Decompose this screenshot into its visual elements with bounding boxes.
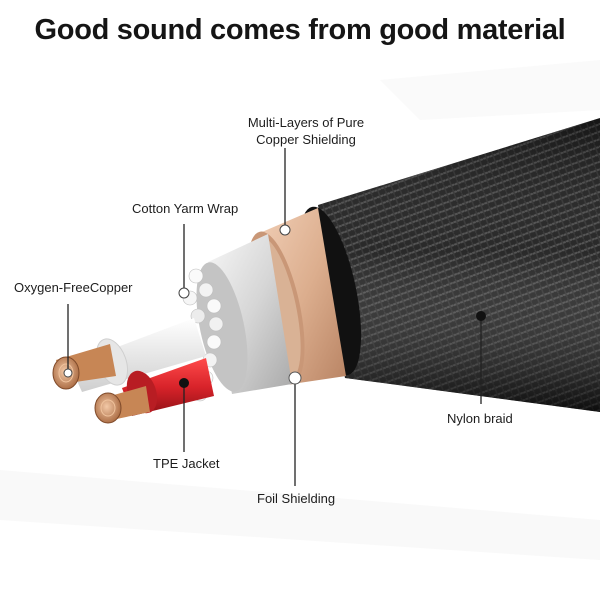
callout-copper-line-2: Copper Shielding xyxy=(256,132,356,147)
callout-leader-nylon xyxy=(476,311,486,404)
callout-copper-line-1: Multi-Layers of Pure xyxy=(247,115,365,130)
callout-leader-ofc xyxy=(63,304,73,378)
callout-leader-foil xyxy=(288,371,302,486)
background-light-streaks xyxy=(0,60,600,560)
callout-leader-tpe xyxy=(179,378,189,452)
callout-leader-copper xyxy=(279,148,291,236)
callout-copper-shielding: Multi-Layers of Pure Copper Shielding xyxy=(226,114,386,148)
callout-foil-shielding: Foil Shielding xyxy=(257,491,336,506)
headline: Good sound comes from good material xyxy=(34,14,566,46)
callout-oxygen-free-copper: Oxygen-FreeCopper xyxy=(14,280,133,295)
callout-cotton-wrap: Cotton Yarm Wrap xyxy=(132,201,239,216)
callout-nylon-braid: Nylon braid xyxy=(447,411,513,426)
callout-leader-cotton xyxy=(178,224,190,299)
nylon-braid-jacket xyxy=(298,118,600,412)
copper-wire-bundle-bottom xyxy=(94,386,150,424)
callout-tpe-jacket: TPE Jacket xyxy=(153,456,220,471)
